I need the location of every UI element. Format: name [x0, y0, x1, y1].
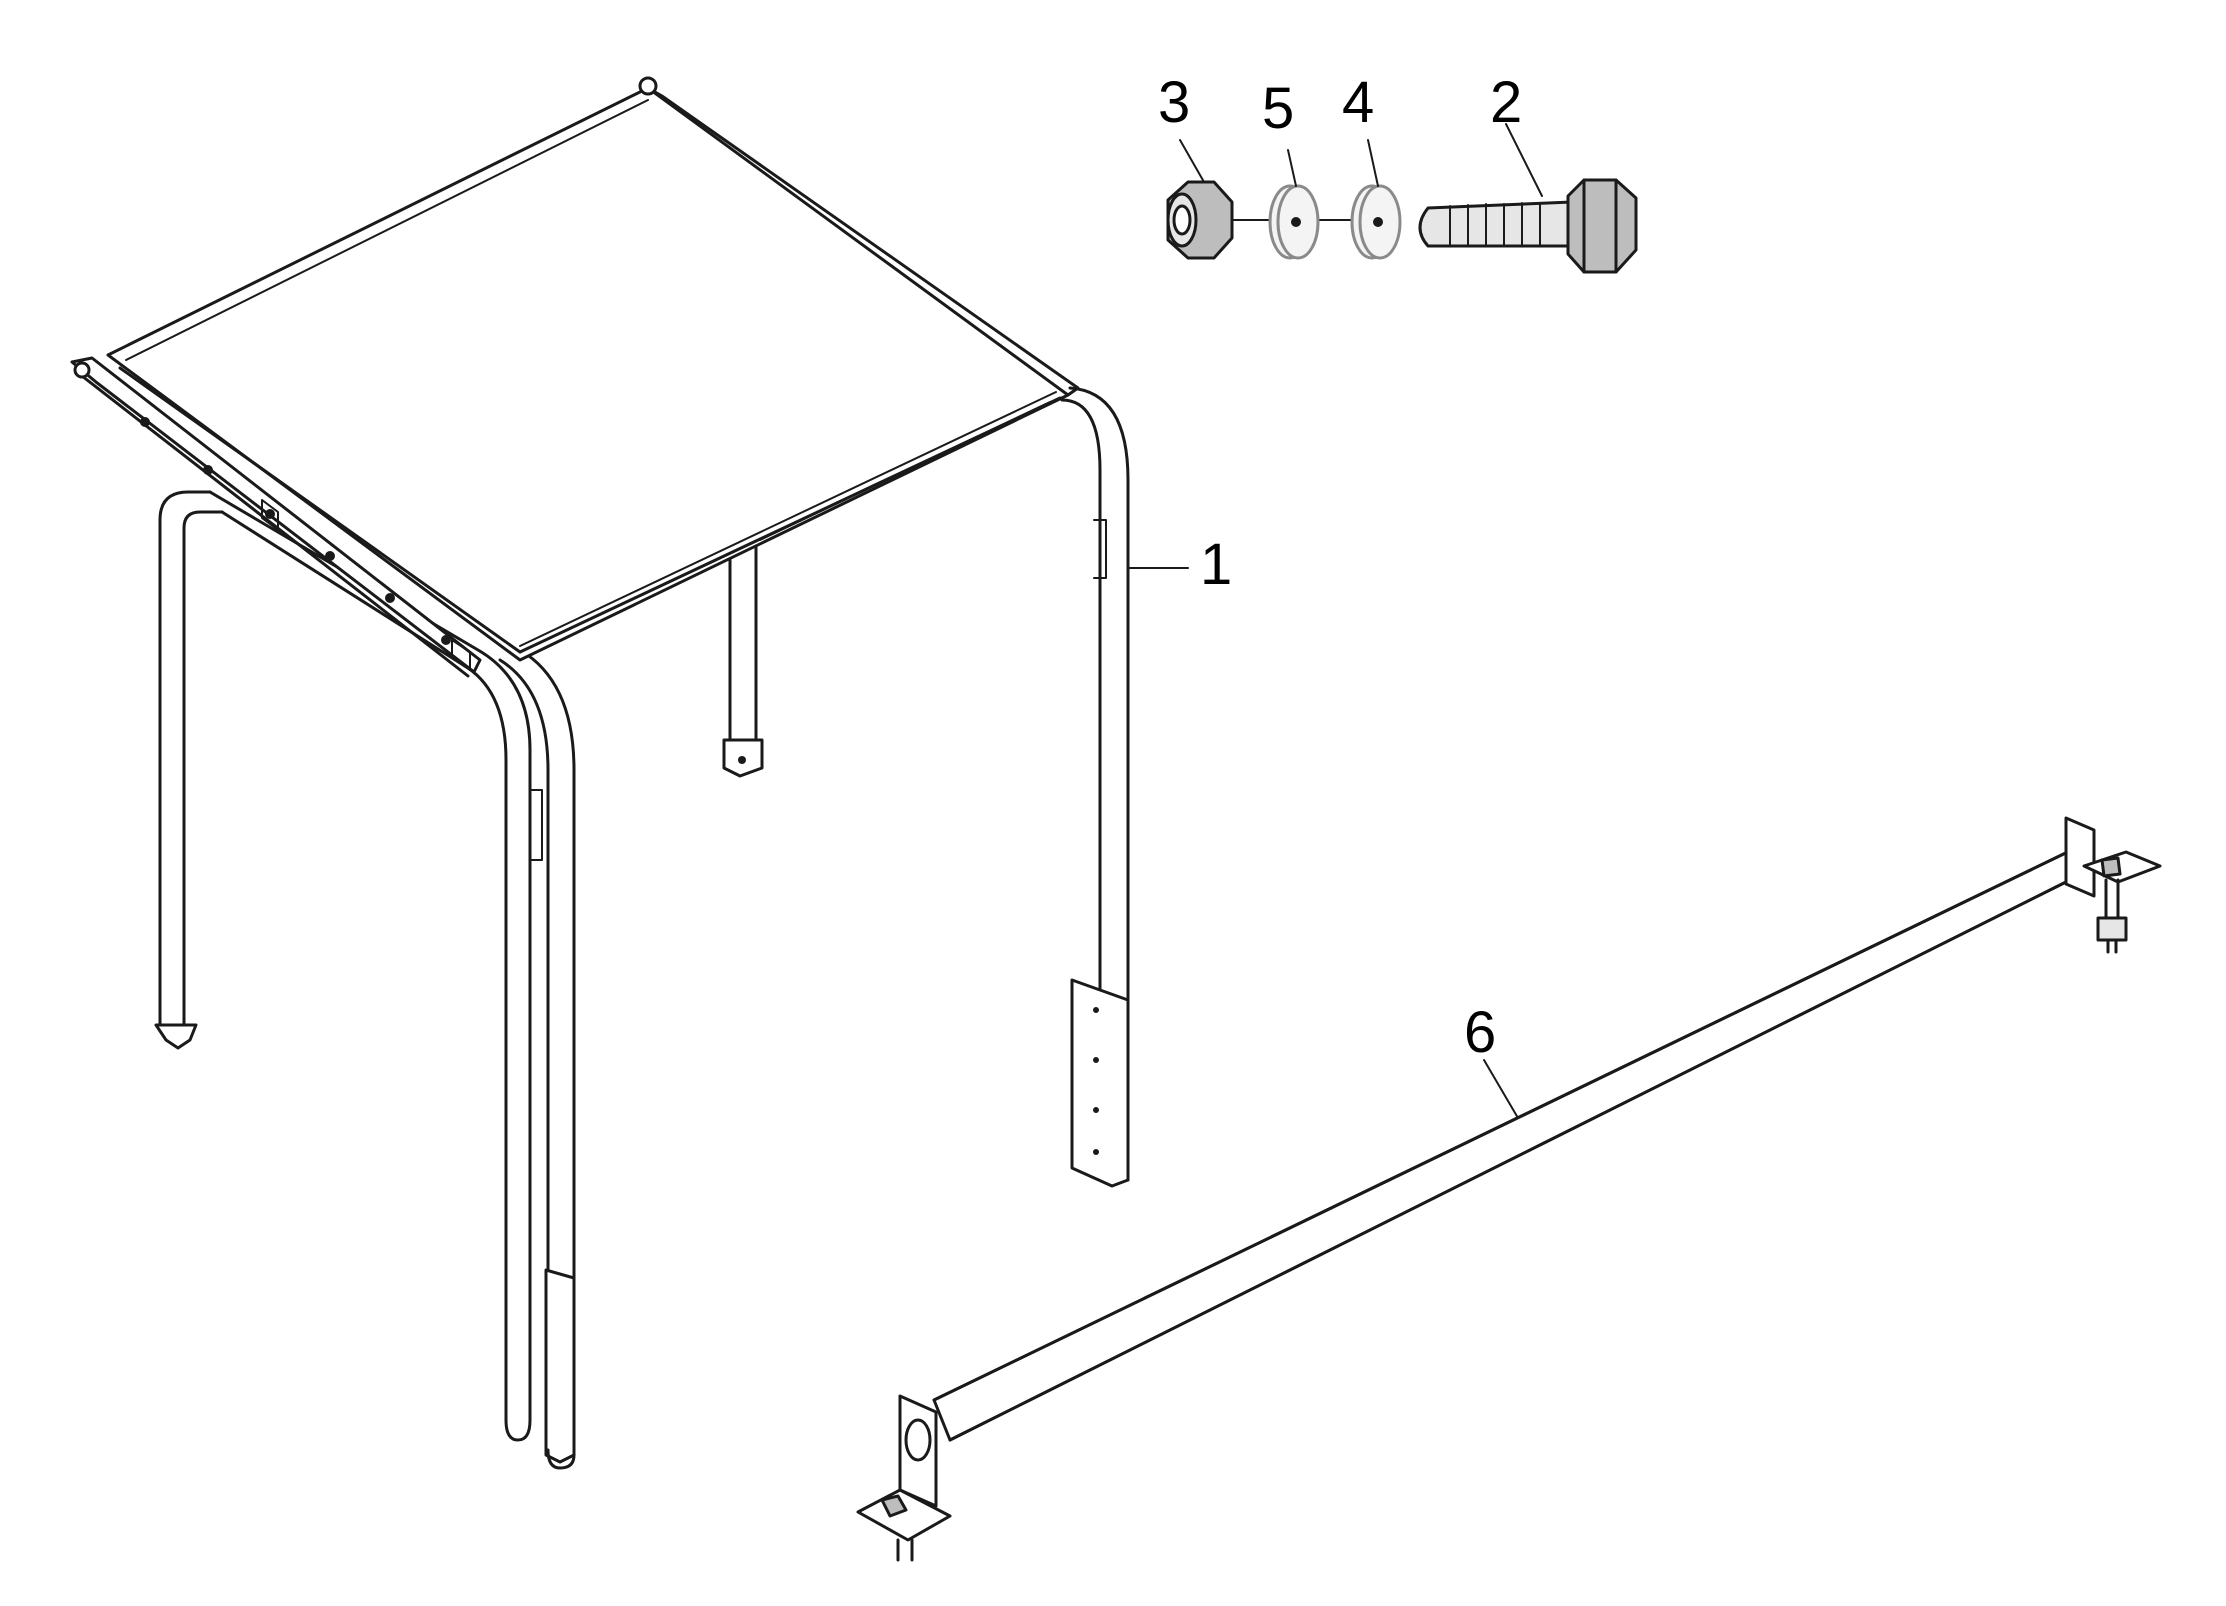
leader-4: [1367, 139, 1379, 187]
left-end-bracket: [856, 1394, 952, 1562]
flat-washer-4: [1350, 184, 1402, 260]
callout-4: 4: [1342, 70, 1374, 135]
callout-labels: 3 5 4 2 1 6: [1158, 70, 1522, 1065]
callout-3: 3: [1158, 70, 1190, 135]
right-end-bracket: [2064, 816, 2162, 954]
hex-bolt: [1418, 178, 1638, 274]
canopy-frame: [70, 76, 1130, 1470]
front-mounting-rail: [70, 356, 482, 678]
canopy-roof-panel: [106, 86, 1080, 662]
rear-top-cap: [638, 76, 658, 96]
leader-2: [1505, 123, 1543, 197]
leader-lines: [1129, 123, 1543, 1119]
leader-6: [1483, 1059, 1519, 1119]
cross-tube-assembly: [856, 816, 2162, 1562]
front-left-leg: [498, 648, 576, 1470]
rear-hanger-strap: [722, 543, 764, 778]
hex-nut: [1166, 180, 1234, 260]
front-right-leg: [1060, 386, 1130, 1188]
hardware-stack: [1166, 178, 1638, 274]
callout-1: 1: [1200, 532, 1232, 597]
leader-3: [1179, 139, 1205, 183]
callout-5: 5: [1262, 76, 1294, 141]
flat-washer-5: [1268, 184, 1320, 260]
callout-2: 2: [1490, 70, 1522, 135]
rear-left-leg: [154, 490, 532, 1422]
leader-5: [1287, 149, 1297, 187]
callout-6: 6: [1464, 1000, 1496, 1065]
